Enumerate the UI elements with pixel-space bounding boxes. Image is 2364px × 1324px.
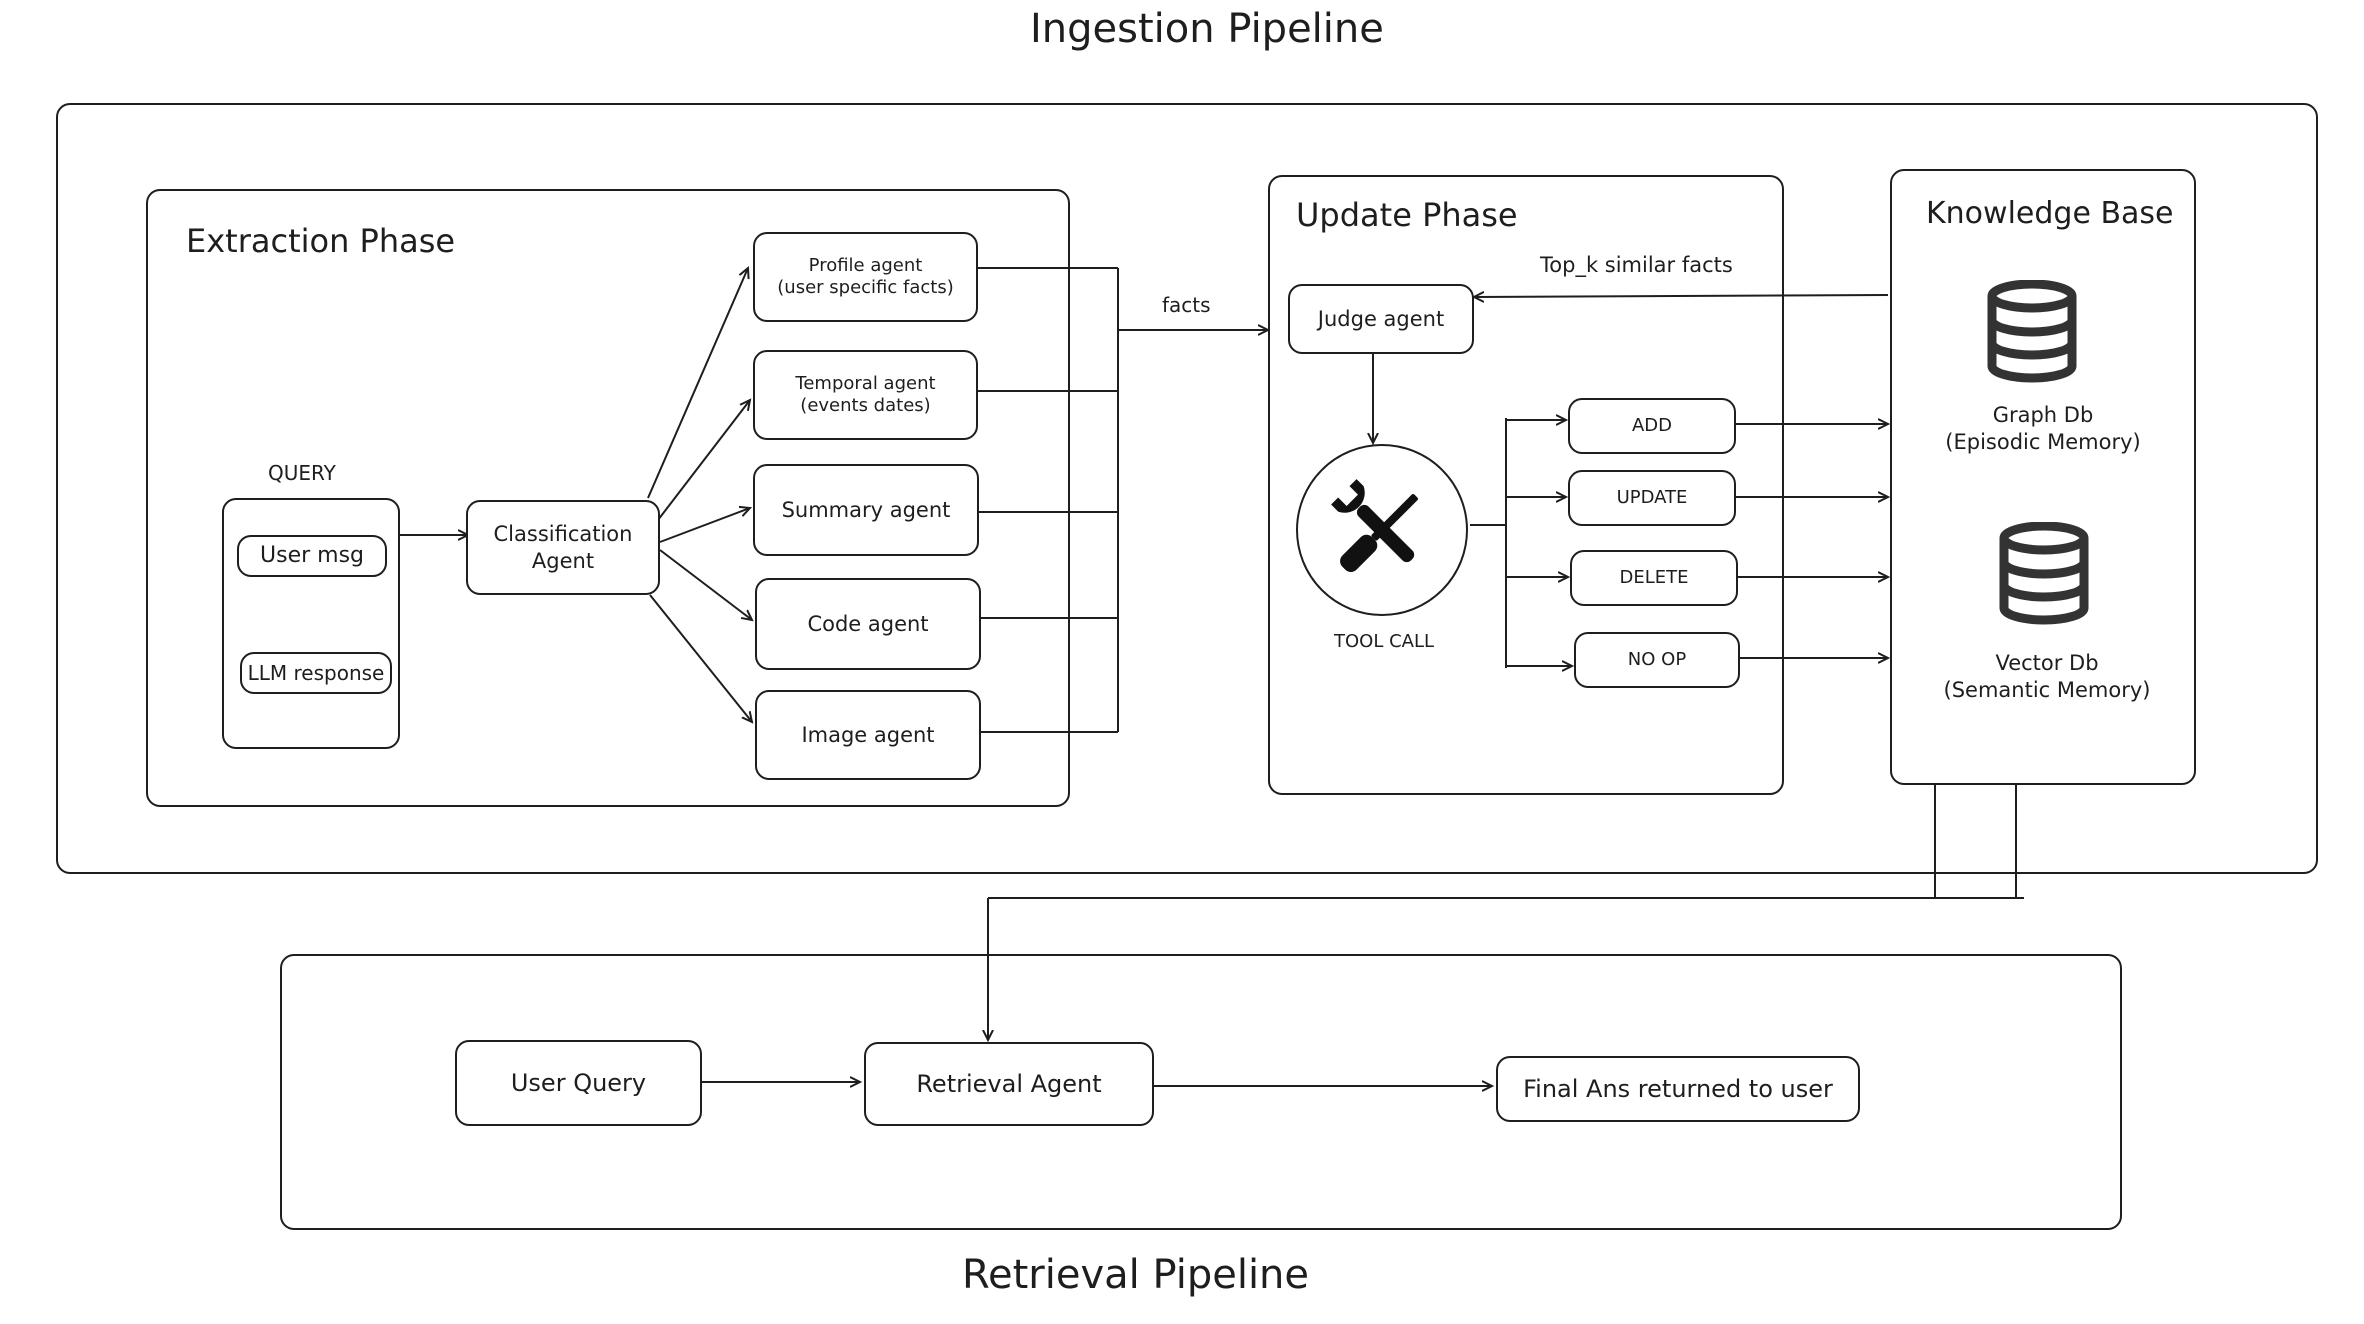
user-msg-box: User msg: [237, 535, 387, 577]
image-agent-label: Image agent: [801, 722, 935, 747]
ingestion-pipeline-frame: [56, 103, 2318, 874]
extraction-phase-title: Extraction Phase: [186, 222, 456, 260]
update-label: UPDATE: [1616, 486, 1688, 508]
llm-response-box: LLM response: [240, 652, 392, 694]
extraction-phase-frame: [146, 189, 1070, 807]
delete-label: DELETE: [1619, 566, 1689, 588]
graph-db-label: Graph Db (Episodic Memory): [1945, 403, 2141, 455]
arrow-to-profile-agent: [647, 268, 748, 499]
temporal-agent-box: Temporal agent (events dates): [753, 350, 978, 440]
arrow-topk-to-judge: [1474, 295, 1889, 297]
query-container: [222, 498, 400, 749]
user-query-label: User Query: [510, 1069, 647, 1097]
add-box: ADD: [1568, 398, 1736, 454]
judge-agent-box: Judge agent: [1288, 284, 1474, 354]
final-answer-label: Final Ans returned to user: [1523, 1075, 1833, 1103]
summary-agent-box: Summary agent: [753, 464, 979, 556]
arrow-to-code-agent: [659, 549, 752, 620]
llm-response-label: LLM response: [247, 660, 385, 685]
image-agent-box: Image agent: [755, 690, 981, 780]
tool-call-label: TOOL CALL: [1334, 631, 1435, 652]
noop-label: NO OP: [1627, 648, 1687, 670]
tool-call-circle: [1296, 444, 1468, 616]
update-phase-title: Update Phase: [1296, 196, 1518, 234]
ingestion-pipeline-title: Ingestion Pipeline: [1030, 6, 1384, 52]
retrieval-agent-label: Retrieval Agent: [916, 1070, 1102, 1098]
vector-db-icon: [1999, 522, 2089, 625]
code-agent-label: Code agent: [807, 611, 929, 636]
add-label: ADD: [1631, 414, 1673, 436]
knowledge-base-frame: [1890, 169, 2196, 785]
classification-agent-box: Classification Agent: [466, 500, 660, 595]
classification-agent-label: Classification Agent: [493, 522, 633, 573]
user-msg-label: User msg: [260, 543, 364, 569]
facts-label: facts: [1162, 293, 1211, 317]
retrieval-agent-box: Retrieval Agent: [864, 1042, 1154, 1126]
graph-db-icon: [1987, 280, 2077, 383]
retrieval-pipeline-frame: [280, 954, 2122, 1230]
delete-box: DELETE: [1570, 550, 1738, 606]
arrow-to-temporal-agent: [657, 400, 750, 521]
arrow-to-summary-agent: [659, 508, 750, 543]
summary-agent-label: Summary agent: [781, 497, 951, 522]
topk-label: Top_k similar facts: [1540, 253, 1733, 277]
knowledge-base-title: Knowledge Base: [1926, 196, 2174, 231]
profile-agent-label: Profile agent (user specific facts): [777, 254, 954, 299]
code-agent-box: Code agent: [755, 578, 981, 670]
profile-agent-box: Profile agent (user specific facts): [753, 232, 978, 322]
noop-box: NO OP: [1574, 632, 1740, 688]
query-label: QUERY: [268, 461, 336, 485]
arrow-to-image-agent: [649, 594, 752, 722]
tools-icon: [1331, 479, 1418, 572]
final-answer-box: Final Ans returned to user: [1496, 1056, 1860, 1122]
temporal-agent-label: Temporal agent (events dates): [795, 372, 936, 417]
update-phase-frame: [1268, 175, 1784, 795]
update-box: UPDATE: [1568, 470, 1736, 526]
judge-agent-label: Judge agent: [1317, 306, 1445, 331]
retrieval-pipeline-title: Retrieval Pipeline: [962, 1252, 1310, 1298]
vector-db-label: Vector Db (Semantic Memory): [1943, 651, 2151, 703]
user-query-box: User Query: [455, 1040, 702, 1126]
